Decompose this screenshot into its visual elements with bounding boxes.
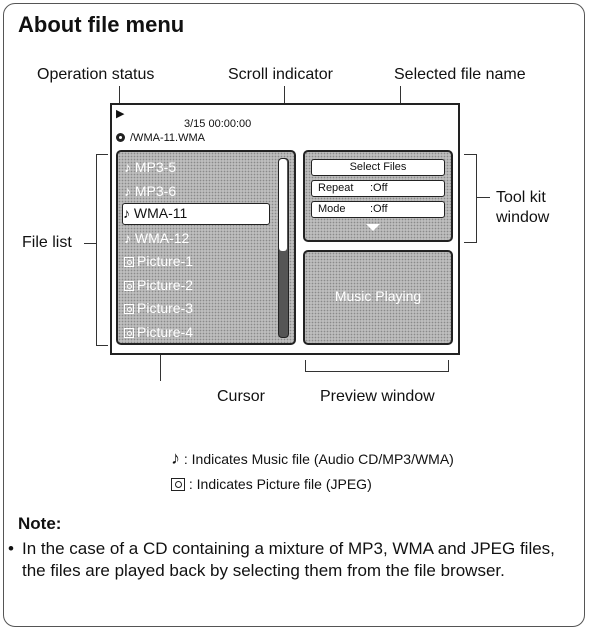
file-name: MP3-5 bbox=[134, 159, 177, 175]
file-list-item[interactable]: Picture-4 bbox=[124, 321, 270, 343]
toolkit-panel: Select Files Repeat :Off Mode :Off bbox=[303, 150, 453, 242]
file-list-item[interactable]: Picture-1 bbox=[124, 250, 270, 272]
file-list-bracket-bottom bbox=[96, 345, 108, 347]
repeat-value: :Off bbox=[370, 182, 388, 194]
music-note-icon: ♪ bbox=[171, 448, 180, 468]
picture-file-icon bbox=[124, 280, 134, 291]
file-name: Picture-3 bbox=[137, 300, 194, 316]
selected-file-name: /WMA-11.WMA bbox=[130, 132, 205, 144]
page-frame bbox=[3, 3, 585, 627]
mode-setting[interactable]: Mode :Off bbox=[311, 201, 445, 218]
preview-bracket-left bbox=[305, 360, 307, 372]
file-list-item-selected[interactable]: ♪ WMA-11 bbox=[122, 203, 270, 225]
file-list-label: File list bbox=[22, 234, 72, 251]
toolkit-bracket-top bbox=[464, 154, 476, 156]
scroll-thumb[interactable] bbox=[279, 159, 287, 251]
file-name: MP3-6 bbox=[134, 182, 177, 199]
file-name: Picture-2 bbox=[137, 276, 194, 293]
repeat-label: Repeat bbox=[318, 182, 354, 194]
play-icon: ▶ bbox=[116, 108, 125, 120]
disc-icon bbox=[116, 133, 125, 142]
music-note-icon: ♪ bbox=[124, 229, 135, 246]
file-list-bracket-top bbox=[96, 154, 108, 156]
selected-file-name-label: Selected file name bbox=[394, 66, 526, 83]
file-name: WMA-11 bbox=[133, 205, 188, 221]
music-note-icon: ♪ bbox=[124, 159, 135, 175]
file-list-leader bbox=[84, 243, 96, 245]
file-list-item[interactable]: ♪ WMA-12 bbox=[124, 227, 270, 249]
select-files-button[interactable]: Select Files bbox=[311, 159, 445, 176]
preview-text: Music Playing bbox=[334, 288, 422, 304]
file-list-item[interactable]: ♪ MP3-5 bbox=[124, 156, 270, 178]
preview-panel: Music Playing bbox=[303, 250, 453, 345]
preview-bracket-bottom bbox=[305, 371, 449, 373]
preview-bracket-right bbox=[448, 360, 450, 372]
music-note-icon: ♪ bbox=[124, 182, 135, 199]
file-name: Picture-4 bbox=[137, 323, 194, 340]
file-name: Picture-1 bbox=[137, 253, 194, 269]
scroll-down-arrow-icon[interactable] bbox=[366, 224, 380, 231]
picture-file-icon bbox=[171, 478, 185, 491]
toolkit-window-label: Tool kit window bbox=[496, 188, 549, 228]
preview-window-label: Preview window bbox=[320, 388, 435, 405]
mode-value: :Off bbox=[370, 203, 388, 215]
picture-file-icon bbox=[124, 304, 134, 314]
legend-music-text: : Indicates Music file (Audio CD/MP3/WMA… bbox=[183, 451, 454, 467]
legend-music: ♪ : Indicates Music file (Audio CD/MP3/W… bbox=[171, 448, 454, 469]
playback-status: 3/15 00:00:00 bbox=[184, 118, 252, 130]
note-bullet: • bbox=[8, 539, 14, 558]
toolkit-bracket-bottom bbox=[464, 242, 476, 244]
repeat-setting[interactable]: Repeat :Off bbox=[311, 180, 445, 197]
operation-status-label: Operation status bbox=[37, 66, 155, 83]
legend-picture-text: : Indicates Picture file (JPEG) bbox=[188, 476, 372, 492]
toolkit-bracket-v bbox=[476, 154, 478, 243]
toolkit-label-line2: window bbox=[496, 209, 550, 226]
on-screen-display: ▶ 3/15 00:00:00 /WMA-11.WMA ♪ MP3-5♪ MP3… bbox=[110, 103, 460, 355]
picture-file-icon bbox=[124, 327, 134, 338]
note-text: In the case of a CD containing a mixture… bbox=[22, 539, 555, 580]
note-title: Note: bbox=[18, 514, 62, 533]
note-body: • In the case of a CD containing a mixtu… bbox=[8, 538, 572, 582]
scrollbar[interactable] bbox=[278, 158, 289, 338]
file-list-bracket-v bbox=[96, 154, 98, 346]
toolkit-label-line1: Tool kit bbox=[496, 189, 546, 206]
operation-status-leader bbox=[119, 86, 121, 116]
cursor-label: Cursor bbox=[217, 388, 266, 405]
file-name: WMA-12 bbox=[134, 229, 190, 246]
mode-label: Mode bbox=[318, 203, 346, 215]
picture-file-icon bbox=[124, 257, 134, 267]
file-list-item[interactable]: Picture-3 bbox=[124, 297, 270, 319]
page-title: About file menu bbox=[18, 12, 185, 37]
file-list-item[interactable]: Picture-2 bbox=[124, 274, 270, 296]
music-note-icon: ♪ bbox=[123, 205, 134, 221]
toolkit-leader bbox=[476, 197, 490, 199]
legend-picture: : Indicates Picture file (JPEG) bbox=[171, 476, 372, 492]
file-list-item[interactable]: ♪ MP3-6 bbox=[124, 180, 270, 202]
scroll-indicator-label: Scroll indicator bbox=[228, 66, 333, 83]
